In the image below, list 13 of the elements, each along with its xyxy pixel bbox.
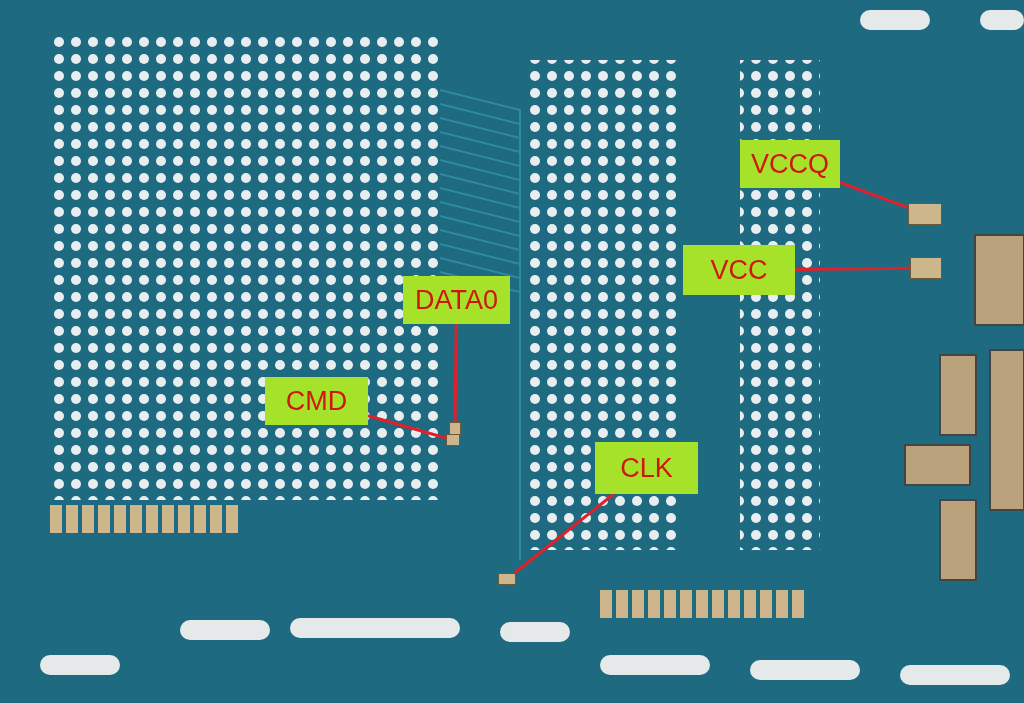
signal-label: CMD [265, 377, 368, 425]
test-pad [910, 257, 942, 279]
signal-label: CLK [595, 442, 698, 494]
test-pad [446, 434, 460, 446]
test-pad [908, 203, 942, 225]
signal-label: DATA0 [403, 276, 510, 324]
signal-label: VCCQ [740, 140, 840, 188]
leader-line [513, 492, 615, 575]
signal-label: VCC [683, 245, 795, 295]
leader-line [839, 181, 909, 210]
test-pad [498, 573, 516, 585]
leader-line [367, 414, 447, 440]
leader-line [453, 324, 458, 423]
